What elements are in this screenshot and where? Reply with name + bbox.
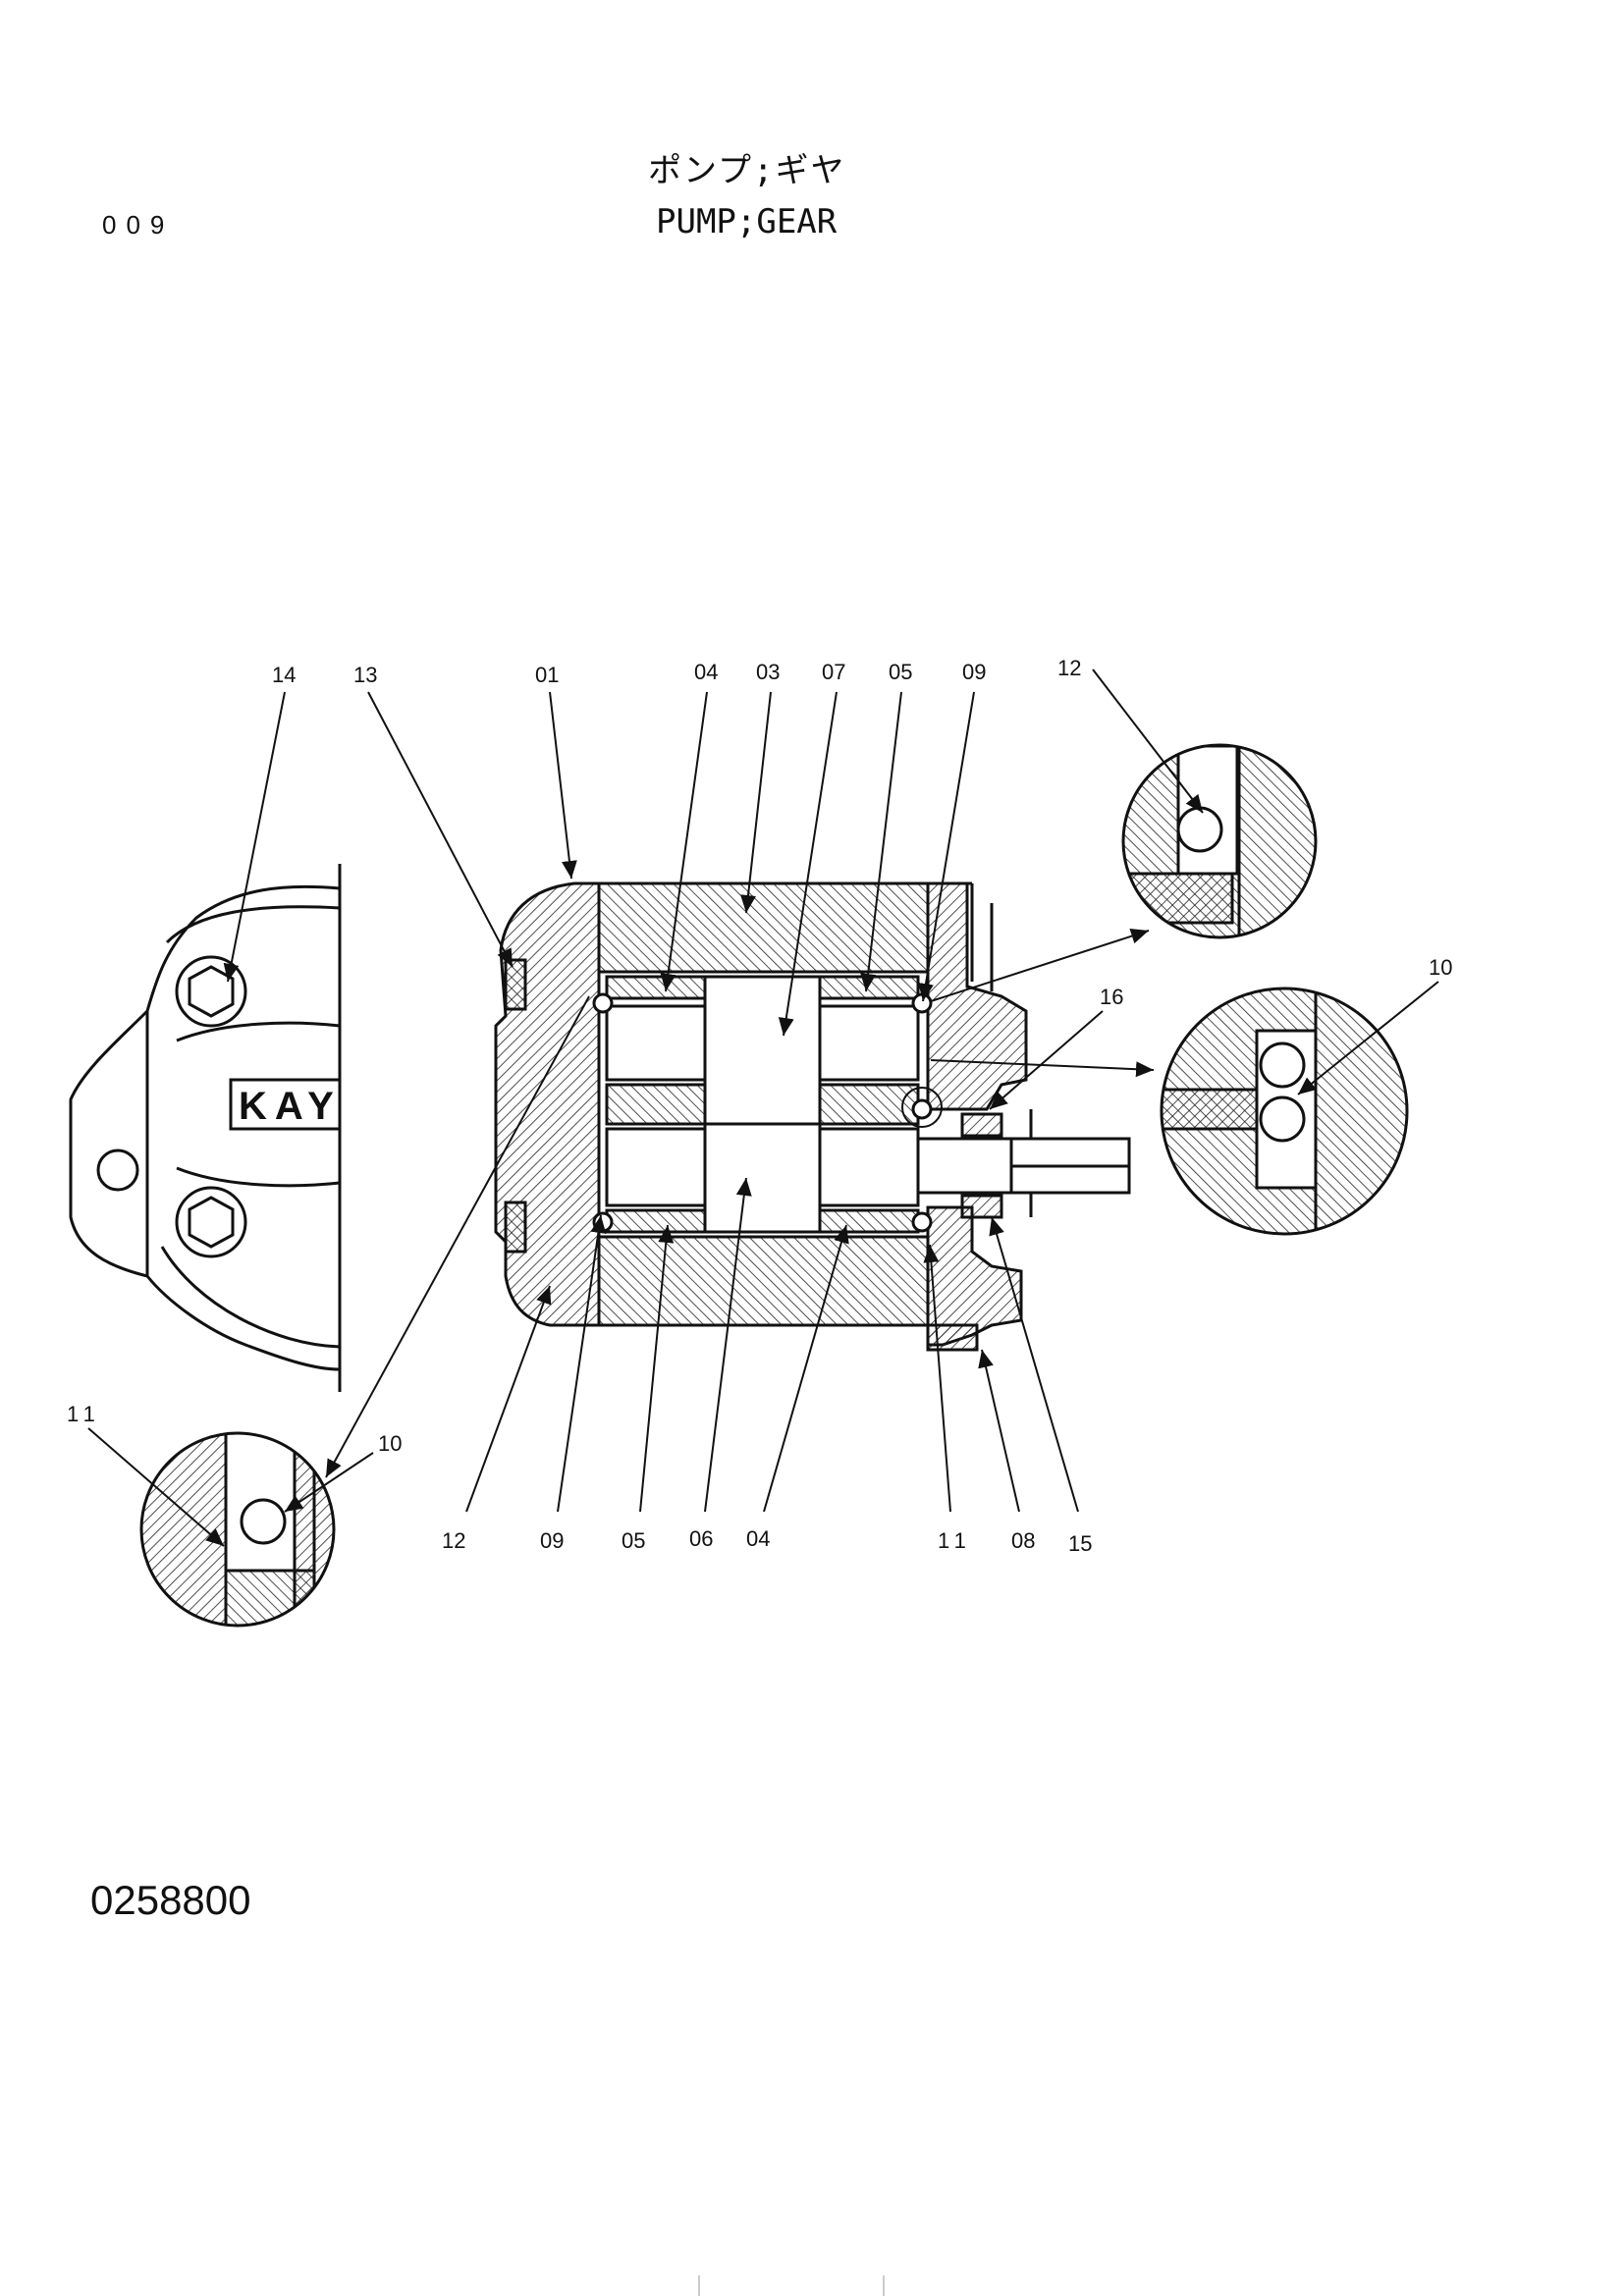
drive-gear — [703, 1122, 822, 1234]
label-14: 14 — [272, 663, 296, 687]
label-11-bottom: 11 — [938, 1528, 972, 1553]
label-16: 16 — [1100, 985, 1123, 1009]
detail-circle-right — [1160, 987, 1409, 1236]
label-06: 06 — [689, 1526, 713, 1551]
label-15: 15 — [1068, 1531, 1092, 1556]
kay-logo-text: KAY — [239, 1085, 342, 1128]
title-japanese: ポンプ;ギヤ — [648, 151, 846, 190]
part-labels: 14 13 01 04 03 07 05 09 12 16 10 11 10 1… — [67, 656, 1452, 1556]
label-01: 01 — [535, 663, 559, 687]
label-07: 07 — [822, 660, 845, 684]
page-number: 009 — [102, 210, 175, 240]
pump-end-view — [69, 864, 342, 1392]
oil-seal — [960, 1112, 1003, 1138]
label-04-top: 04 — [694, 660, 718, 684]
label-04-bottom: 04 — [746, 1526, 770, 1551]
label-03: 03 — [756, 660, 780, 684]
label-12-top: 12 — [1057, 656, 1081, 680]
detail-circle-top-right — [1121, 743, 1318, 939]
title-english: PUMP;GEAR — [656, 202, 838, 241]
bushing-upper-left — [605, 975, 707, 1000]
body-lower — [597, 1235, 930, 1327]
label-08: 08 — [1011, 1528, 1035, 1553]
front-cover — [494, 881, 601, 1327]
label-13: 13 — [353, 663, 377, 687]
scan-edge-marks — [698, 2275, 885, 2296]
detail-circle-left — [139, 1431, 336, 1628]
driven-gear — [703, 975, 822, 1126]
label-09-bottom: 09 — [540, 1528, 564, 1553]
label-12-bottom: 12 — [442, 1528, 465, 1553]
label-10-left: 10 — [378, 1431, 402, 1456]
label-09-top: 09 — [962, 660, 986, 684]
document-number: 0258800 — [90, 1877, 251, 1923]
bolt-head-upper — [504, 958, 527, 1011]
label-10-right: 10 — [1429, 955, 1452, 980]
bushing-upper-right — [818, 975, 920, 1000]
rear-cover — [926, 881, 1028, 1111]
label-05-top: 05 — [889, 660, 912, 684]
leader-lines — [87, 668, 1439, 1547]
label-11-left: 11 — [67, 1402, 101, 1426]
body-upper — [597, 881, 930, 974]
label-05-bottom: 05 — [622, 1528, 645, 1553]
